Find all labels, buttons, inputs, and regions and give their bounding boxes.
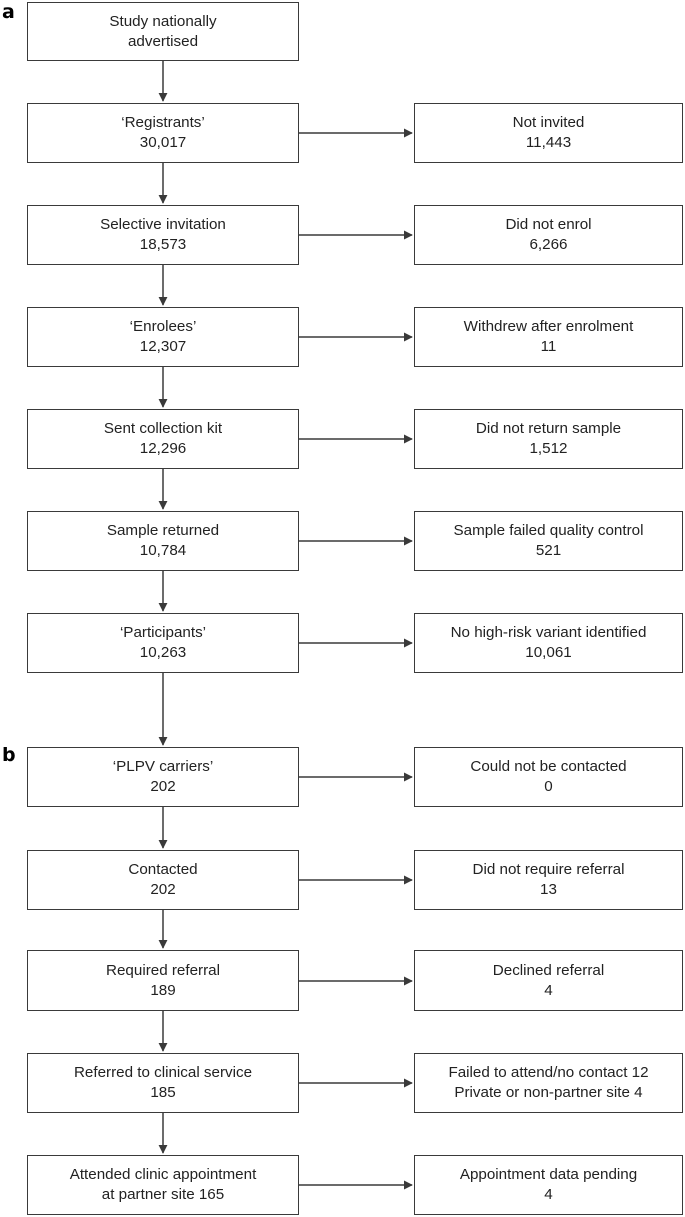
node-plpv-carriers: ‘PLPV carriers’202 <box>27 747 299 807</box>
node-registrants: ‘Registrants’30,017 <box>27 103 299 163</box>
node-participants-text: ‘Participants’10,263 <box>119 624 207 661</box>
node-enrolees: ‘Enrolees’12,307 <box>27 307 299 367</box>
panel-label-a: a <box>2 1 15 23</box>
node-plpv-carriers-text: ‘PLPV carriers’202 <box>112 758 214 795</box>
node-enrolees-text: ‘Enrolees’12,307 <box>129 318 197 355</box>
node-registrants-text: ‘Registrants’30,017 <box>121 114 205 151</box>
panel-label-b: b <box>2 744 16 766</box>
node-participants: ‘Participants’10,263 <box>27 613 299 673</box>
